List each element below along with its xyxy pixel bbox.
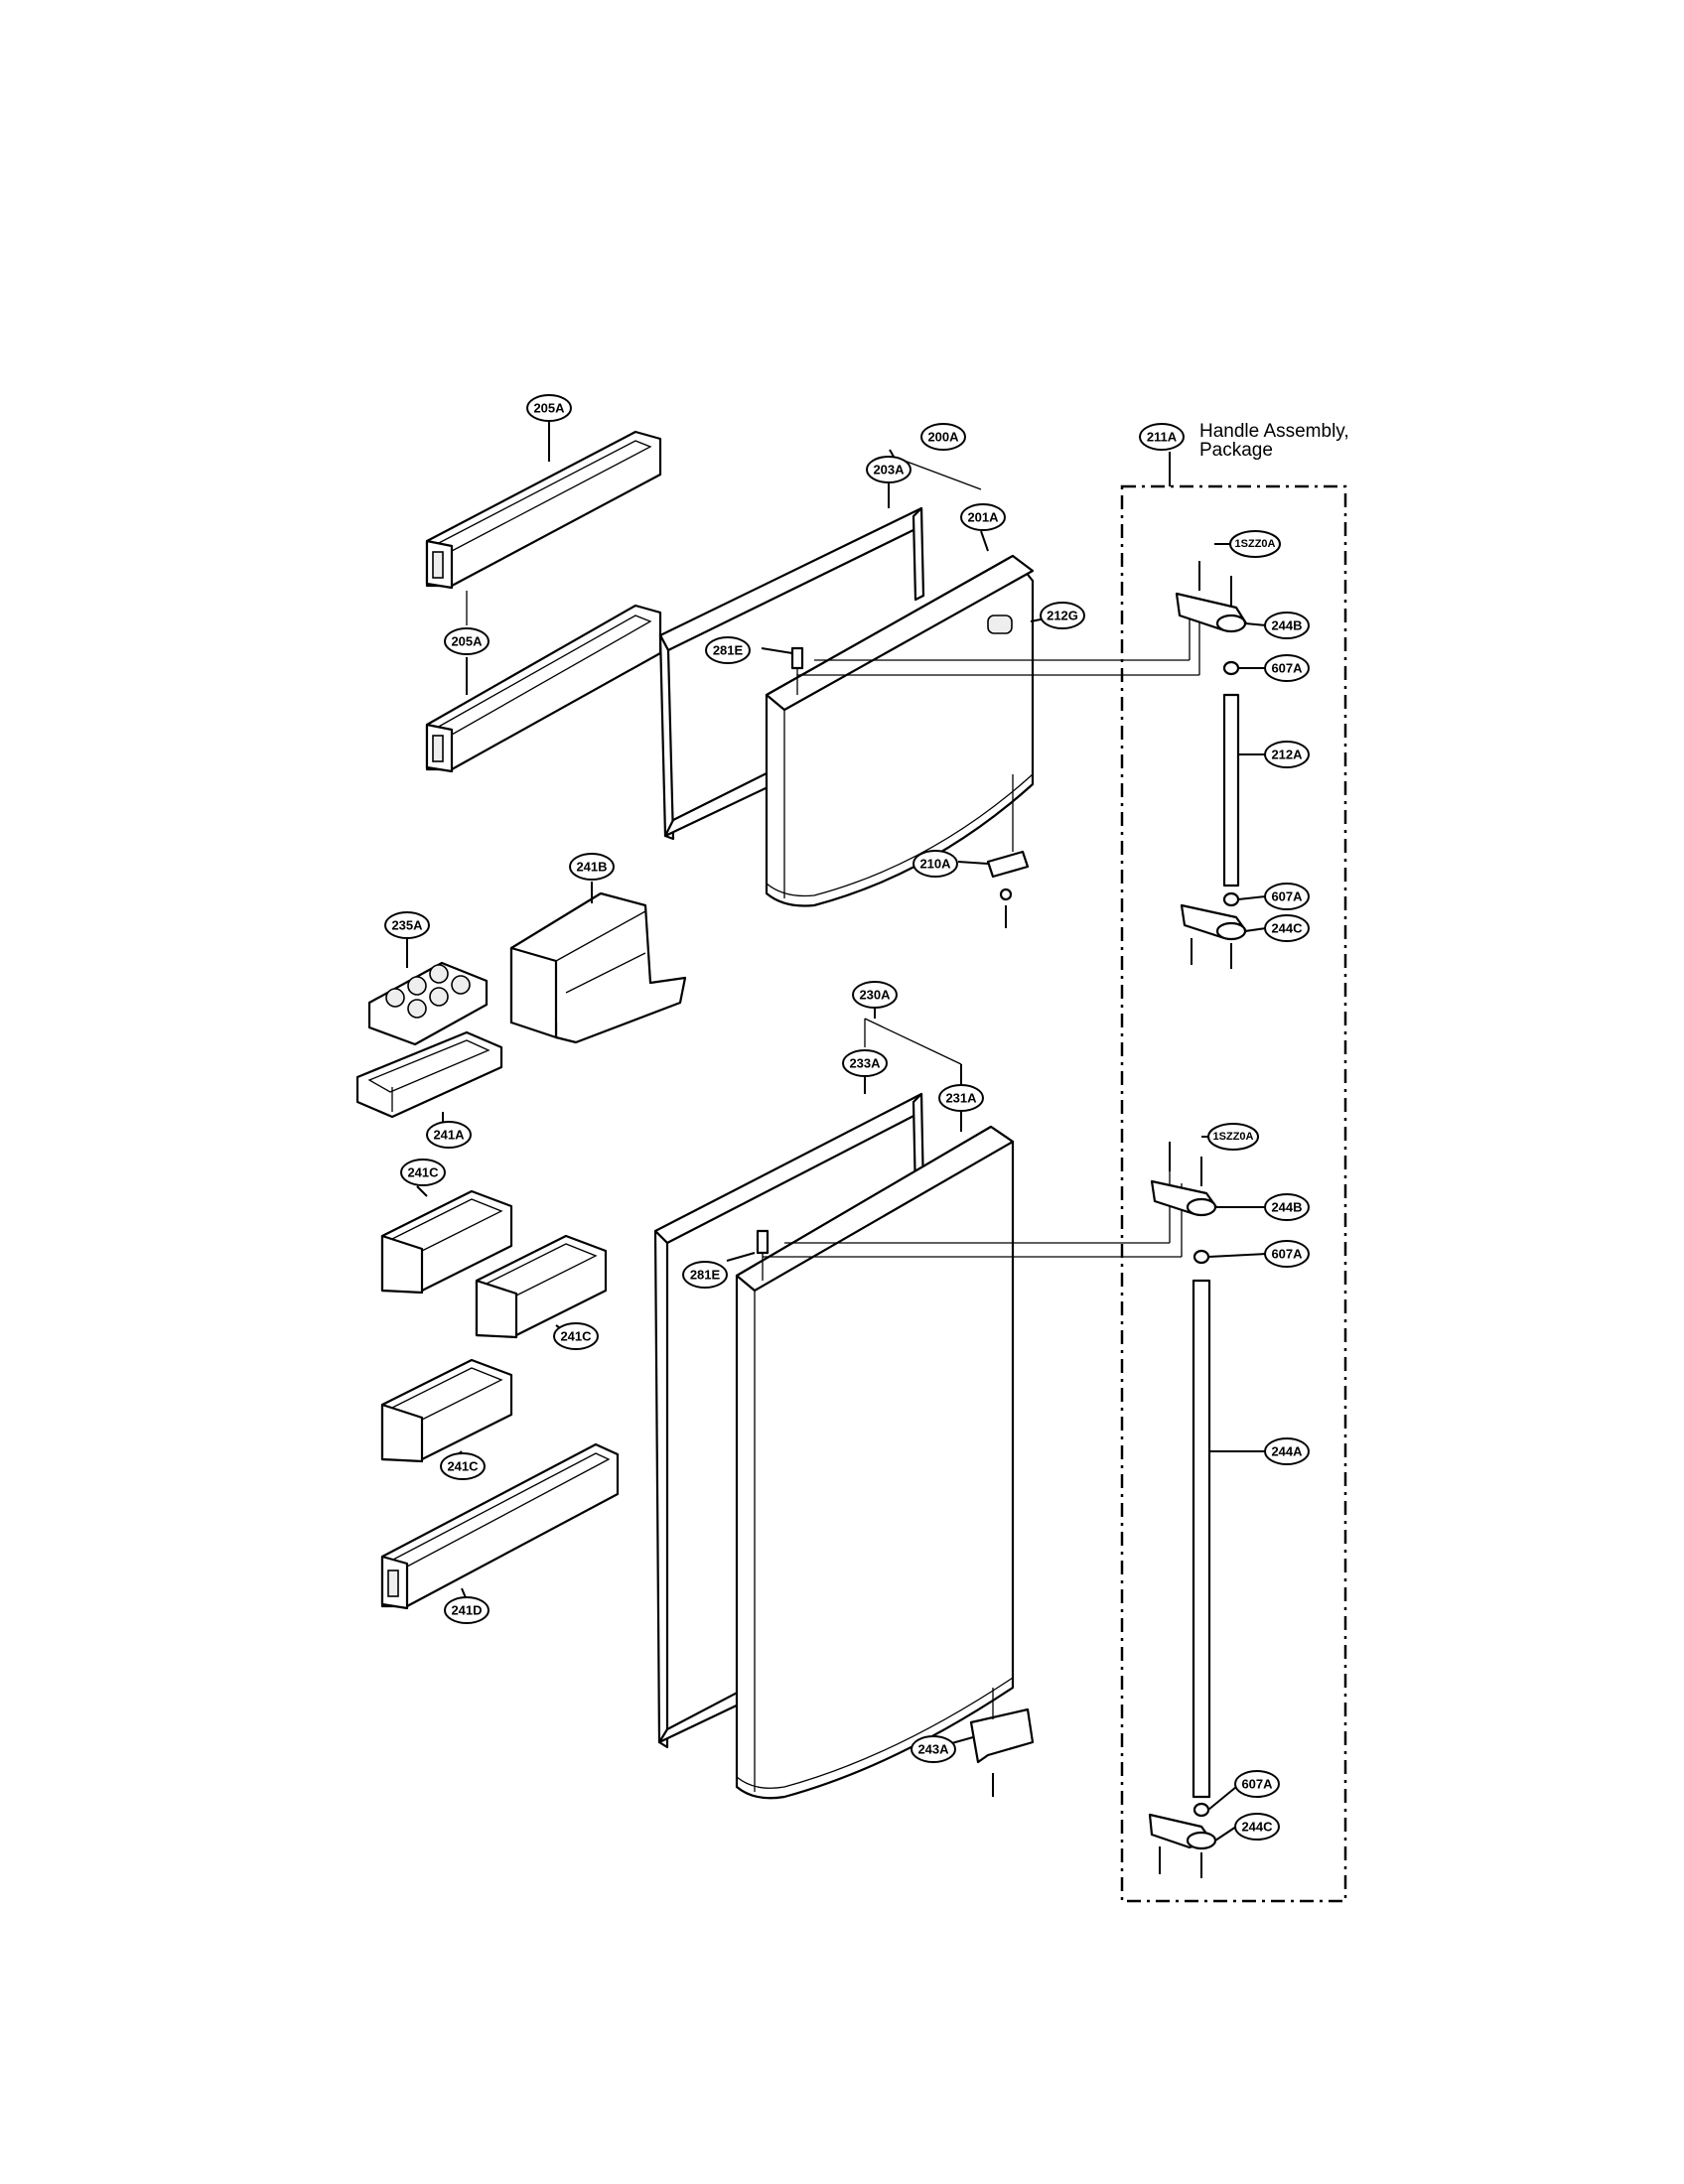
callout-241d: 241D [444,1596,490,1624]
callout-244b-upper: 244B [1264,612,1310,639]
svg-text:241C: 241C [447,1459,479,1474]
callout-607a-2: 607A [1264,883,1310,910]
svg-text:244A: 244A [1271,1444,1303,1459]
callout-244c-lower: 244C [1234,1813,1280,1841]
svg-text:281E: 281E [690,1268,721,1283]
fridge-door-231a [735,1125,1015,1800]
handle-assembly-title-line-1: Handle Assembly, [1199,421,1349,442]
svg-text:607A: 607A [1241,1777,1273,1792]
callout-281e-upper: 281E [705,636,751,664]
svg-text:244B: 244B [1271,618,1302,633]
bushing-607a-1 [1222,660,1240,676]
svg-text:235A: 235A [391,918,423,933]
freezer-door-gasket-203a [658,506,925,841]
svg-text:205A: 205A [451,634,483,649]
handle-assembly-package-box [1120,484,1347,1903]
door-badge-212g [987,614,1013,634]
callout-205a-bottom: 205A [444,627,490,655]
svg-text:231A: 231A [945,1091,977,1106]
callout-607a-1: 607A [1264,654,1310,682]
svg-text:244B: 244B [1271,1200,1302,1215]
bushing-607a-2 [1222,891,1240,907]
door-bin-205a-bottom [425,604,662,773]
handle-hinge-244c-lower [1148,1813,1217,1878]
callout-1szz0a-lower: 1SZZ0A [1207,1123,1259,1151]
handle-tube-244a [1192,1279,1211,1799]
door-bin-241c-1 [380,1189,513,1295]
door-bin-241c-3 [380,1358,513,1463]
callout-203a: 203A [866,456,912,483]
door-bin-241c-2 [475,1234,608,1339]
callout-212g: 212G [1040,602,1085,629]
svg-text:607A: 607A [1271,661,1303,676]
callout-241c-2: 241C [553,1322,599,1350]
callout-241c-3: 241C [440,1452,486,1480]
callout-201a: 201A [960,503,1006,531]
handle-hinge-244b-lower [1150,1142,1218,1217]
svg-text:212G: 212G [1047,609,1078,623]
svg-text:281E: 281E [713,643,744,658]
callout-210a: 210A [912,850,958,878]
svg-text:241D: 241D [451,1603,482,1618]
svg-text:201A: 201A [967,510,999,525]
fridge-door-gasket-233a [653,1092,925,1749]
svg-text:205A: 205A [533,401,565,416]
svg-text:241A: 241A [433,1128,465,1143]
handle-tube-212a [1222,693,1240,887]
egg-tray-235a [367,961,489,1046]
hinge-pin-281e-upper [790,646,804,695]
svg-text:241C: 241C [407,1165,439,1180]
callout-241a: 241A [426,1121,472,1149]
callout-607a-4: 607A [1234,1770,1280,1798]
svg-text:244C: 244C [1241,1820,1273,1835]
handle-assembly-title-line-2: Package [1199,440,1273,461]
svg-text:211A: 211A [1147,430,1178,445]
door-bin-205a-top [425,430,662,590]
hinge-pin-281e-lower [756,1229,770,1281]
ice-tray-241a [355,1030,503,1119]
svg-text:210A: 210A [919,857,951,872]
svg-text:200A: 200A [927,430,959,445]
svg-text:233A: 233A [849,1056,881,1071]
door-bin-241d [380,1442,620,1610]
callout-233a: 233A [842,1049,888,1077]
callout-244b-lower: 244B [1264,1193,1310,1221]
svg-text:1SZZ0A: 1SZZ0A [1213,1131,1254,1143]
callout-244a: 244A [1264,1437,1310,1465]
callout-212a: 212A [1264,741,1310,768]
bushing-607a-4 [1193,1802,1210,1818]
svg-text:241C: 241C [560,1329,592,1344]
callout-205a-top: 205A [526,394,572,422]
callout-241b: 241B [569,853,615,881]
callout-281e-lower: 281E [682,1261,728,1289]
svg-text:244C: 244C [1271,921,1303,936]
svg-text:607A: 607A [1271,889,1303,904]
svg-text:1SZZ0A: 1SZZ0A [1235,538,1276,550]
svg-text:241B: 241B [576,860,607,875]
dairy-bin-241b [509,891,687,1044]
handle-hinge-244b-upper [1175,561,1248,633]
hinge-bracket-210a [986,774,1030,928]
callout-241c-1: 241C [400,1159,446,1186]
lower-hinge-bracket-243a [969,1688,1035,1797]
freezer-door-201a [765,554,1035,907]
bushing-607a-3 [1193,1249,1210,1265]
svg-text:212A: 212A [1271,748,1303,762]
callout-244c-upper: 244C [1264,914,1310,942]
handle-hinge-244c-upper [1180,903,1248,969]
callout-235a: 235A [384,911,430,939]
callout-231a: 231A [938,1084,984,1112]
svg-text:230A: 230A [859,988,891,1003]
svg-text:607A: 607A [1271,1247,1303,1262]
callout-230a: 230A [852,981,898,1009]
callout-1szz0a-upper: 1SZZ0A [1229,530,1281,558]
svg-text:243A: 243A [917,1742,949,1757]
callout-200a: 200A [920,423,966,451]
callout-607a-3: 607A [1264,1240,1310,1268]
callout-243a: 243A [911,1735,956,1763]
svg-text:203A: 203A [873,463,905,478]
callout-211a: 211A [1139,423,1185,451]
